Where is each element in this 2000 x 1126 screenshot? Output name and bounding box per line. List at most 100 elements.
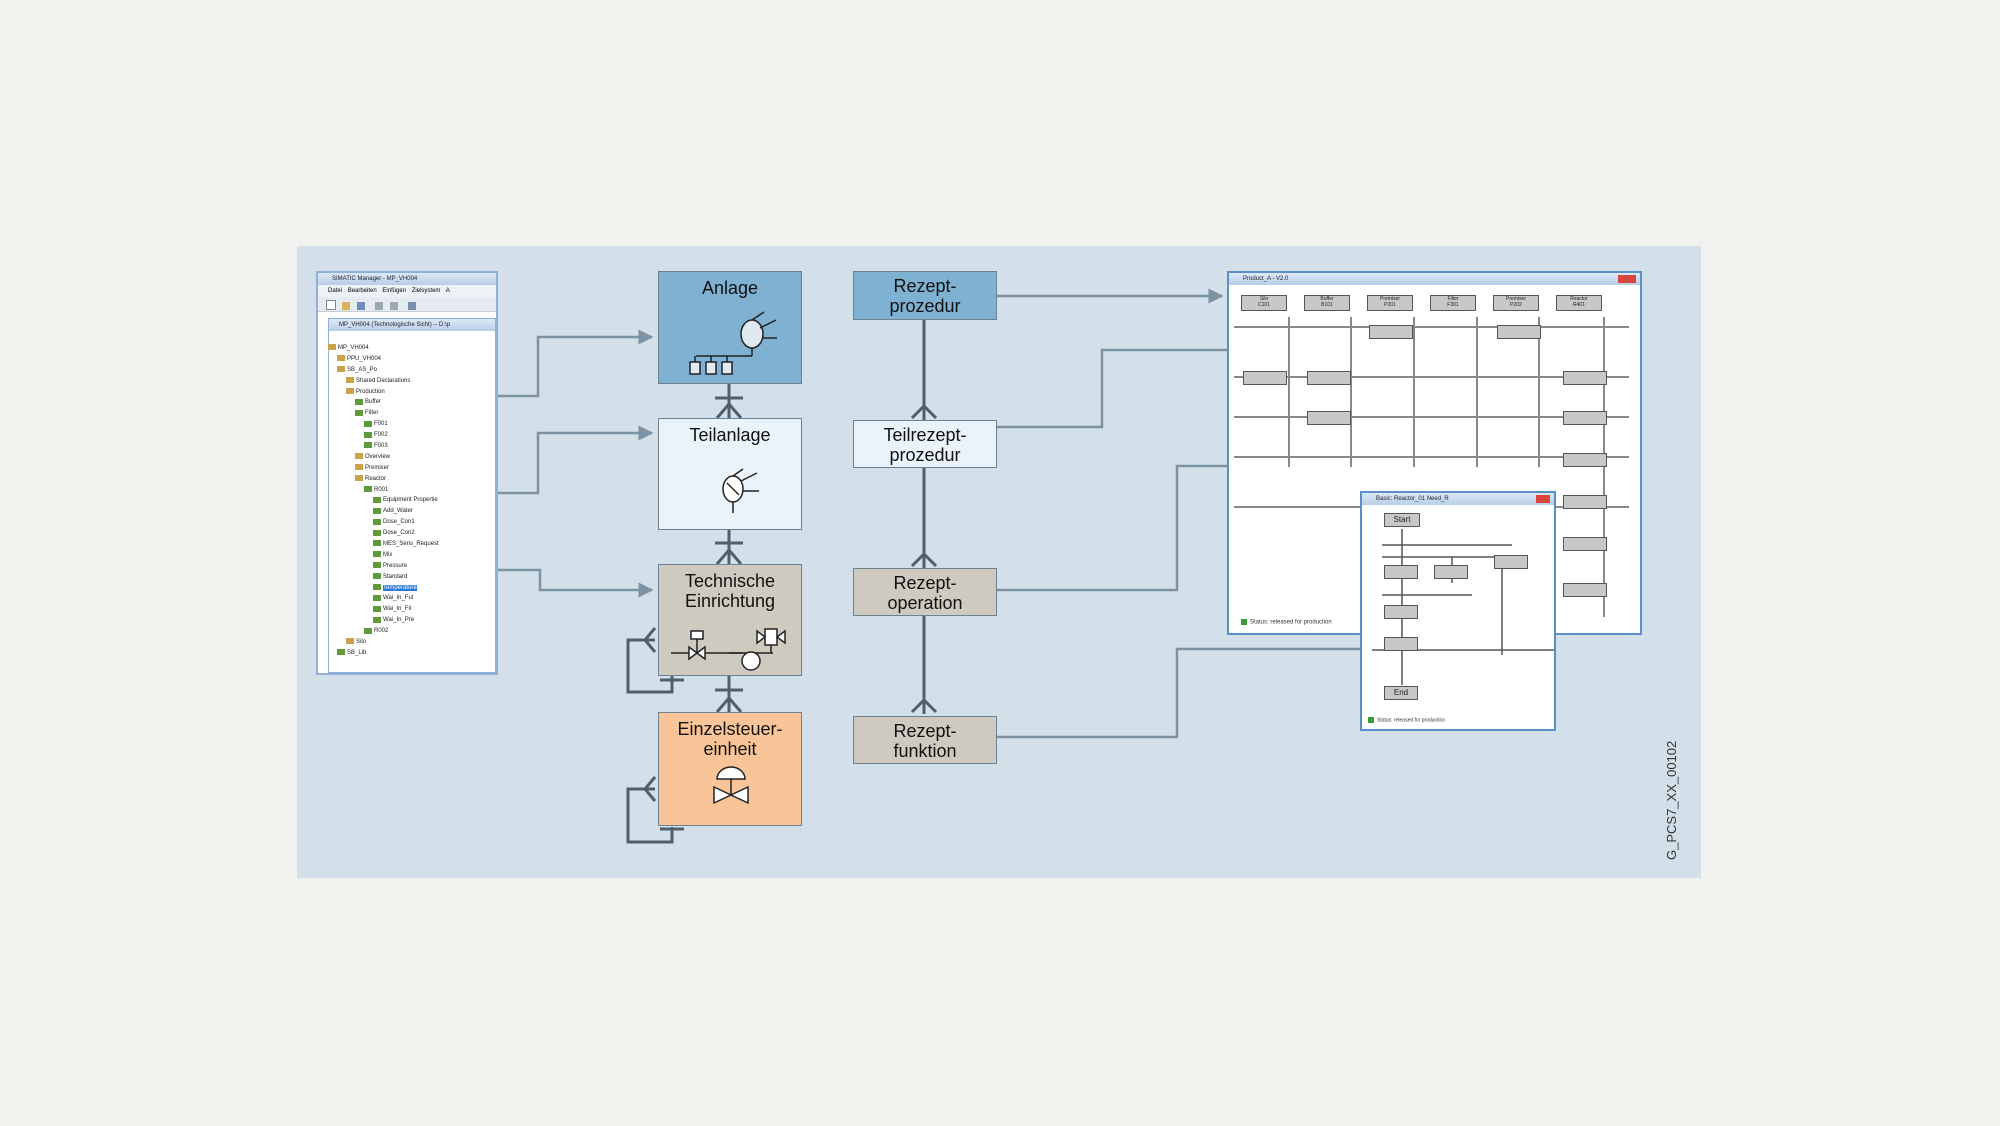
- tree-item[interactable]: F002: [328, 430, 439, 441]
- step-reactor-fill[interactable]: [1563, 411, 1607, 425]
- sfc-step-3[interactable]: [1494, 555, 1528, 569]
- simatic-subwindow-title: MP_VH004 (Technologische Sicht) -- D:\p: [329, 319, 495, 331]
- tree-item[interactable]: Add_Water: [328, 506, 439, 517]
- control-module-box: Einzelsteuer- einheit: [658, 712, 802, 826]
- tree-item[interactable]: Overview: [328, 452, 439, 463]
- simatic-toolbar: [318, 297, 496, 312]
- step-temperature[interactable]: [1563, 453, 1607, 467]
- toolbar-icon-open[interactable]: [342, 302, 351, 310]
- recipe-column-header[interactable]: Reactor R401: [1556, 295, 1602, 311]
- tree-item[interactable]: Silo: [328, 637, 439, 648]
- menu-edit[interactable]: Bearbeiten: [347, 288, 377, 294]
- tree-item[interactable]: MP_VH004: [328, 343, 439, 354]
- tree-item-label: Standard: [383, 573, 408, 580]
- tree-item[interactable]: Standard: [328, 572, 439, 583]
- toolbar-icon-cut[interactable]: [375, 302, 384, 310]
- tree-item[interactable]: Shared Declarations: [328, 376, 439, 387]
- tree-item-label: Pressure: [383, 562, 408, 569]
- sfc-step-5[interactable]: [1384, 637, 1418, 651]
- step-reactor-mix[interactable]: [1563, 495, 1607, 509]
- menu-file[interactable]: Datei: [328, 288, 343, 294]
- sfc-status-ok-icon: [1368, 717, 1374, 723]
- reactor-plant-icon: [689, 311, 777, 375]
- tree-item[interactable]: Buffer: [328, 397, 439, 408]
- tree-item[interactable]: SB_AS_Po: [328, 365, 439, 376]
- tree-item[interactable]: Production: [328, 387, 439, 398]
- tree-node-icon: [337, 366, 345, 373]
- tree-item[interactable]: MES_Sens_Request: [328, 539, 439, 550]
- tree-item-label: Mix: [383, 551, 393, 558]
- tree-item[interactable]: Filter: [328, 408, 439, 419]
- tree-node-icon: [364, 442, 372, 449]
- tree-item-label: Shared Declarations: [356, 377, 411, 384]
- tree-item[interactable]: Wai_In_Pre: [328, 615, 439, 626]
- tree-item[interactable]: Premixer: [328, 463, 439, 474]
- toolbar-icon-new[interactable]: [326, 300, 336, 310]
- toolbar-icon-download[interactable]: [408, 302, 417, 310]
- menu-target[interactable]: Zielsystem: [411, 288, 441, 294]
- step-pre-fill[interactable]: [1369, 325, 1413, 339]
- simatic-title-bar: SIMATIC Manager - MP_VH004: [318, 273, 496, 285]
- tree-item[interactable]: Wai_In_Ful: [328, 593, 439, 604]
- tree-node-icon: [373, 594, 381, 601]
- unit-procedure-label: Teilrezept- prozedur: [883, 425, 967, 465]
- status-ok-icon: [1241, 619, 1247, 625]
- unit-procedure-box: Teilrezept- prozedur: [853, 420, 997, 468]
- arrow-function-to-sfc-step: [997, 641, 1392, 739]
- sfc-window: Basic: Reactor_01 Need_R Start End Statu…: [1360, 491, 1556, 731]
- recipe-column-header[interactable]: Buffer B101: [1304, 295, 1350, 311]
- step-reactor-empty[interactable]: [1563, 583, 1607, 597]
- tree-item[interactable]: Equipment Propertie: [328, 495, 439, 506]
- menu-insert[interactable]: Einfügen: [382, 288, 407, 294]
- tree-node-icon: [373, 529, 381, 536]
- tree-item[interactable]: Wai_In_Fil: [328, 604, 439, 615]
- tree-item-label: F001: [374, 421, 388, 428]
- step-buffer-out[interactable]: [1307, 411, 1351, 425]
- menu-more[interactable]: A: [445, 288, 450, 294]
- toolbar-icon-tree[interactable]: [356, 302, 365, 310]
- window-close-icon[interactable]: [1618, 275, 1636, 283]
- recipe-column-header[interactable]: Silo C101: [1241, 295, 1287, 311]
- tree-node-icon: [373, 507, 381, 514]
- recipe-operation-label: Rezept- operation: [887, 573, 963, 613]
- tree-item[interactable]: Dose_Con1: [328, 517, 439, 528]
- step-silo-out[interactable]: [1243, 371, 1287, 385]
- recipe-column-header[interactable]: Premixer P201: [1367, 295, 1413, 311]
- tree-item[interactable]: F001: [328, 419, 439, 430]
- tree-item[interactable]: F003: [328, 441, 439, 452]
- sfc-close-icon[interactable]: [1536, 495, 1550, 503]
- tree-node-icon: [364, 420, 372, 427]
- toolbar-icon-copy[interactable]: [389, 302, 398, 310]
- tree-item[interactable]: R002: [328, 626, 439, 637]
- tree-item[interactable]: Mix: [328, 550, 439, 561]
- tree-node-icon: [355, 409, 363, 416]
- tree-item[interactable]: Reactor: [328, 474, 439, 485]
- recipe-procedure-box: Rezept- prozedur: [853, 271, 997, 320]
- sfc-start-step[interactable]: Start: [1384, 513, 1420, 527]
- tree-item[interactable]: SB_Lib: [328, 648, 439, 659]
- sfc-step-4[interactable]: [1384, 605, 1418, 619]
- sfc-step-2[interactable]: [1434, 565, 1468, 579]
- recipe-column-header[interactable]: Premixer P202: [1493, 295, 1539, 311]
- recipe-status-bar: Status: released for production: [1241, 619, 1332, 626]
- step-fill-premixer[interactable]: [1497, 325, 1541, 339]
- tree-item-label: Wai_In_Pre: [383, 617, 415, 624]
- step-reactor-add-water[interactable]: [1563, 371, 1607, 385]
- tree-item-label: Dose_Con2: [383, 530, 415, 537]
- tree-item[interactable]: PPU_VH004: [328, 354, 439, 365]
- step-buffer-in[interactable]: [1307, 371, 1351, 385]
- simatic-menu-bar: Datei Bearbeiten Einfügen Zielsystem A: [318, 285, 496, 297]
- tree-item[interactable]: R001: [328, 485, 439, 496]
- step-reactor-wait[interactable]: [1563, 537, 1607, 551]
- tree-item[interactable]: Dose_Con2: [328, 528, 439, 539]
- sfc-end-step[interactable]: End: [1384, 686, 1418, 700]
- tree-item[interactable]: Pressure: [328, 561, 439, 572]
- tree-item-label: Temperature: [383, 584, 417, 591]
- plant-box: Anlage: [658, 271, 802, 384]
- sfc-step-1[interactable]: [1384, 565, 1418, 579]
- recipe-column-header[interactable]: Filter F301: [1430, 295, 1476, 311]
- tree-item-label: Silo: [356, 639, 367, 646]
- equipment-module-box: Technische Einrichtung: [658, 564, 802, 676]
- tree-item[interactable]: Temperature: [328, 583, 439, 594]
